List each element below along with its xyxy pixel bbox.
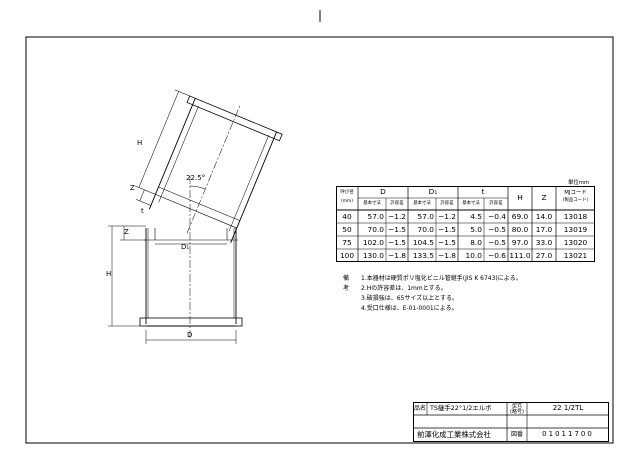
spec-table: 呼び径 (mm) D D₁ t H Z MJコード (製品コード) 基本寸法 許… — [336, 186, 595, 262]
elbow-drawing — [139, 95, 283, 340]
cell-d1-tol: −1.5 — [438, 225, 456, 234]
cell-d1-tol: −1.5 — [438, 238, 456, 247]
cell-h: 69.0 — [511, 212, 529, 221]
cell-code: 13021 — [563, 251, 588, 260]
cell-d1-tol: −1.8 — [438, 251, 456, 260]
note-item: 3.破損強は、65サイズ以上とする。 — [361, 295, 459, 302]
cell-d1: 104.5 — [412, 238, 434, 247]
label-d: D — [187, 331, 193, 339]
header-nominal-unit: (mm) — [341, 199, 353, 204]
cell-z: 33.0 — [535, 238, 553, 247]
header-t-basic: 基本寸法 — [462, 201, 480, 206]
header-z: Z — [541, 193, 547, 202]
cell-d-tol: −1.5 — [388, 225, 406, 234]
title-model-sub: (略号) — [510, 409, 524, 415]
title-model-value: 22 1/2TL — [552, 404, 584, 412]
label-t-upper: t — [141, 207, 144, 215]
title-model-label: 型式 — [511, 403, 522, 409]
header-h: H — [517, 193, 523, 202]
label-h-lower: H — [106, 270, 112, 278]
header-nominal: 呼び径 — [340, 190, 354, 195]
note-item: 2.Hの許容差は、1mmとする。 — [361, 285, 447, 292]
cell-t: 5.0 — [470, 225, 482, 234]
title-drawing-no-label: 図番 — [510, 431, 523, 438]
cell-nominal: 40 — [342, 212, 352, 221]
cell-d: 102.0 — [362, 238, 384, 247]
header-d1-tol: 許容差 — [440, 201, 454, 206]
cell-d1-tol: −1.2 — [438, 212, 456, 221]
cell-d: 70.0 — [367, 225, 384, 234]
cell-z: 14.0 — [535, 212, 553, 221]
cell-d: 57.0 — [367, 212, 384, 221]
title-block-grid — [413, 402, 609, 442]
header-d-tol: 許容差 — [390, 201, 404, 206]
note-item: 1.本器材は硬質ポリ塩化ビニル管継手(JIS K 6743)による。 — [361, 275, 522, 282]
cell-d-tol: −1.8 — [388, 251, 406, 260]
header-d: D — [380, 187, 386, 196]
cell-t-tol: −0.4 — [488, 212, 506, 221]
cell-d-tol: −1.5 — [388, 238, 406, 247]
note-item: 4.受口仕様は、E-01-0001による。 — [361, 305, 458, 312]
title-block: 品名 TS継手22°1/2エルボ 型式 (略号) 22 1/2TL 前澤化成工業… — [413, 402, 609, 442]
cell-t-tol: −0.6 — [488, 251, 506, 260]
cell-code: 13019 — [563, 225, 588, 234]
cell-d: 130.0 — [362, 251, 384, 260]
title-company: 前澤化成工業株式会社 — [417, 430, 491, 439]
cell-nominal: 75 — [342, 238, 352, 247]
cell-h: 111.0 — [509, 251, 531, 260]
label-h-upper: H — [137, 139, 143, 147]
cell-nominal: 100 — [339, 251, 355, 260]
cell-code: 13018 — [563, 212, 588, 221]
cell-t-tol: −0.5 — [488, 238, 506, 247]
spec-table-grid — [336, 186, 595, 262]
label-z-lower: Z — [124, 228, 129, 236]
unit-label: 単位mm — [568, 180, 590, 186]
header-d1: D₁ — [428, 187, 438, 196]
cell-d1: 133.5 — [412, 251, 434, 260]
label-z-upper: Z — [130, 184, 135, 192]
dimension-lines — [108, 89, 237, 344]
title-name-value: TS継手22°1/2エルボ — [430, 404, 492, 412]
cell-d-tol: −1.2 — [388, 212, 406, 221]
drawing-frame — [25, 36, 614, 444]
cell-d1: 57.0 — [417, 212, 434, 221]
cell-t: 10.0 — [465, 251, 482, 260]
header-d1-basic: 基本寸法 — [413, 201, 431, 206]
cell-d1: 70.0 — [417, 225, 434, 234]
cell-t: 4.5 — [470, 212, 482, 221]
label-d1: D₁ — [181, 243, 190, 251]
cell-nominal: 50 — [342, 225, 352, 234]
cell-code: 13020 — [563, 238, 588, 247]
cell-h: 80.0 — [511, 225, 529, 234]
notes-label: 備考 — [343, 275, 350, 292]
cell-h: 97.0 — [511, 238, 529, 247]
title-drawing-no: 01011700 — [542, 430, 594, 438]
cell-z: 27.0 — [535, 251, 553, 260]
label-angle: 22.5° — [186, 174, 206, 182]
header-code: MJコード — [564, 190, 587, 196]
title-name-label: 品名 — [414, 405, 427, 412]
header-t: t — [481, 187, 485, 196]
header-t-tol: 許容差 — [489, 201, 503, 206]
cell-z: 17.0 — [535, 225, 553, 234]
cell-t-tol: −0.5 — [488, 225, 506, 234]
header-code-sub: (製品コード) — [562, 198, 589, 203]
cell-t: 8.0 — [470, 238, 482, 247]
header-d-basic: 基本寸法 — [363, 201, 381, 206]
